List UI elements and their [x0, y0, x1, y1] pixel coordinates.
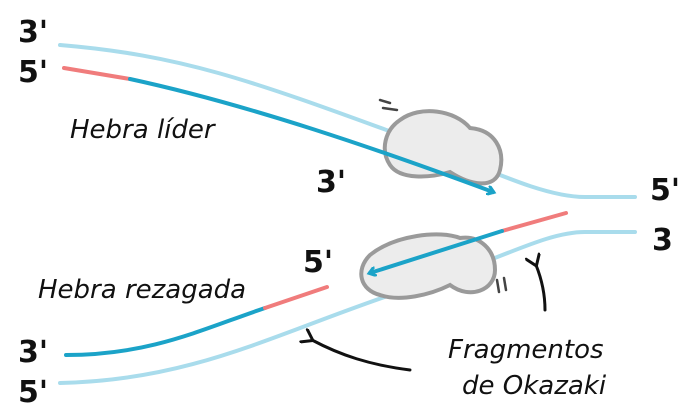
okazaki-callout-arrow-up [536, 265, 547, 312]
label-leading-3: 3' [316, 165, 346, 200]
okazaki-primer [500, 211, 568, 233]
leading-strand-arrow [128, 77, 493, 192]
label-lagging-5: 5' [303, 245, 333, 280]
label-right-5: 5' [650, 173, 680, 208]
label-right-3: 3 [652, 223, 673, 258]
lagging-primer [263, 285, 329, 310]
label-okazaki-line1: Fragmentos [448, 335, 604, 365]
polymerase-bottom [359, 232, 508, 300]
label-okazaki-line2: de Okazaki [462, 371, 607, 401]
label-top-left-5: 5' [18, 55, 48, 90]
lagging-strand-fragment [64, 306, 267, 357]
label-bottom-left-5: 5' [18, 375, 48, 410]
okazaki-fragment-arrow [370, 229, 504, 273]
okazaki-callout-arrow-left [312, 340, 412, 372]
label-lagging-strand: Hebra rezagada [38, 275, 246, 305]
label-top-left-3: 3' [18, 15, 48, 50]
label-bottom-left-3: 3' [18, 335, 48, 370]
label-leading-strand: Hebra líder [70, 115, 217, 145]
leading-primer [62, 66, 132, 81]
